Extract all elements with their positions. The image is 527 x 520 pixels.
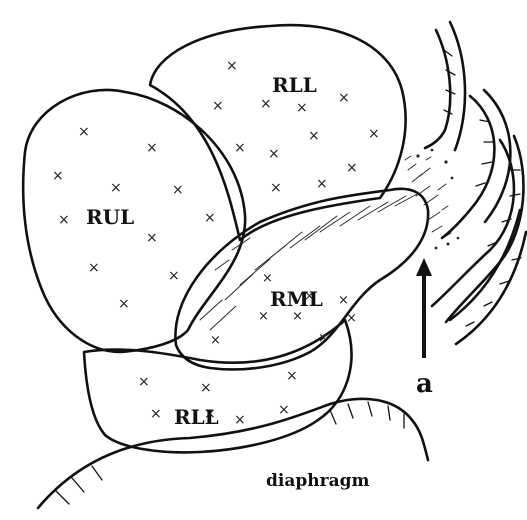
svg-text:×: × xyxy=(88,260,100,276)
svg-text:×: × xyxy=(78,124,90,140)
diaphragm-outline xyxy=(38,399,428,508)
svg-text:×: × xyxy=(368,126,380,142)
svg-text:×: × xyxy=(286,368,298,384)
svg-text:×: × xyxy=(234,140,246,156)
label-diaphragm: diaphragm xyxy=(266,471,369,491)
svg-text:×: × xyxy=(308,128,320,144)
svg-text:×: × xyxy=(204,210,216,226)
svg-text:×: × xyxy=(58,212,70,228)
svg-text:×: × xyxy=(296,100,308,116)
svg-text:×: × xyxy=(172,182,184,198)
label-arrow-a: a xyxy=(416,369,433,399)
svg-text:×: × xyxy=(210,333,221,348)
svg-text:×: × xyxy=(168,268,180,284)
svg-text:×: × xyxy=(346,160,358,176)
svg-text:×: × xyxy=(262,271,273,286)
svg-text:×: × xyxy=(338,293,349,308)
svg-text:×: × xyxy=(258,309,269,324)
svg-text:×: × xyxy=(150,406,162,422)
svg-text:×: × xyxy=(118,296,130,312)
label-rml: RML xyxy=(270,287,323,311)
svg-text:×: × xyxy=(338,90,350,106)
up-arrow-icon xyxy=(416,258,432,358)
label-rul: RUL xyxy=(86,205,134,229)
chest-wall-ribs xyxy=(425,22,526,344)
svg-text:×: × xyxy=(278,402,290,418)
svg-text:×: × xyxy=(212,98,224,114)
svg-text:×: × xyxy=(260,96,272,112)
svg-text:×: × xyxy=(234,412,246,428)
svg-text:×: × xyxy=(146,140,158,156)
svg-text:×: × xyxy=(138,374,150,390)
label-rll-upper: RLL xyxy=(272,73,317,97)
label-rll-lower: RLL xyxy=(174,405,219,429)
svg-text:×: × xyxy=(316,176,328,192)
svg-text:×: × xyxy=(292,309,303,324)
svg-text:×: × xyxy=(270,180,282,196)
svg-text:×: × xyxy=(346,311,357,326)
svg-text:×: × xyxy=(226,58,238,74)
svg-text:×: × xyxy=(318,331,329,346)
svg-text:×: × xyxy=(200,380,212,396)
svg-text:×: × xyxy=(146,230,158,246)
svg-text:×: × xyxy=(110,180,122,196)
svg-text:×: × xyxy=(52,168,64,184)
svg-text:×: × xyxy=(268,146,280,162)
